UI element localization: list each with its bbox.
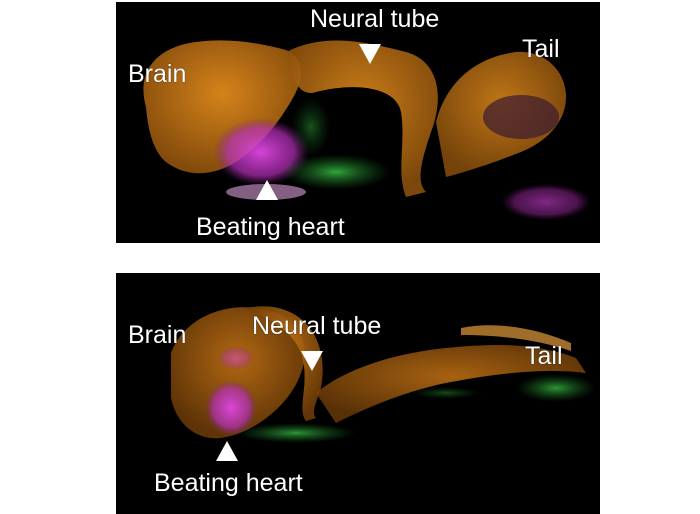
neural-tube-arrow-icon (359, 44, 381, 64)
top-embryo-image: Brain Neural tube Tail Beating heart (116, 2, 600, 243)
neural-tube-label: Neural tube (310, 5, 440, 33)
bottom-embryo-image: Brain Neural tube Tail Beating heart (116, 273, 600, 514)
neural-tube-arrow-icon (301, 351, 323, 371)
brain-label: Brain (128, 321, 187, 349)
brain-label: Brain (128, 60, 187, 88)
tail-label: Tail (522, 35, 560, 63)
neural-tube-label: Neural tube (252, 312, 382, 340)
heart-arrow-icon (256, 180, 278, 200)
tail-label: Tail (525, 342, 563, 370)
beating-heart-label: Beating heart (154, 469, 303, 497)
beating-heart-label: Beating heart (196, 213, 345, 241)
heart-arrow-icon (216, 441, 238, 461)
bottom-embryo-micrograph (171, 306, 596, 443)
